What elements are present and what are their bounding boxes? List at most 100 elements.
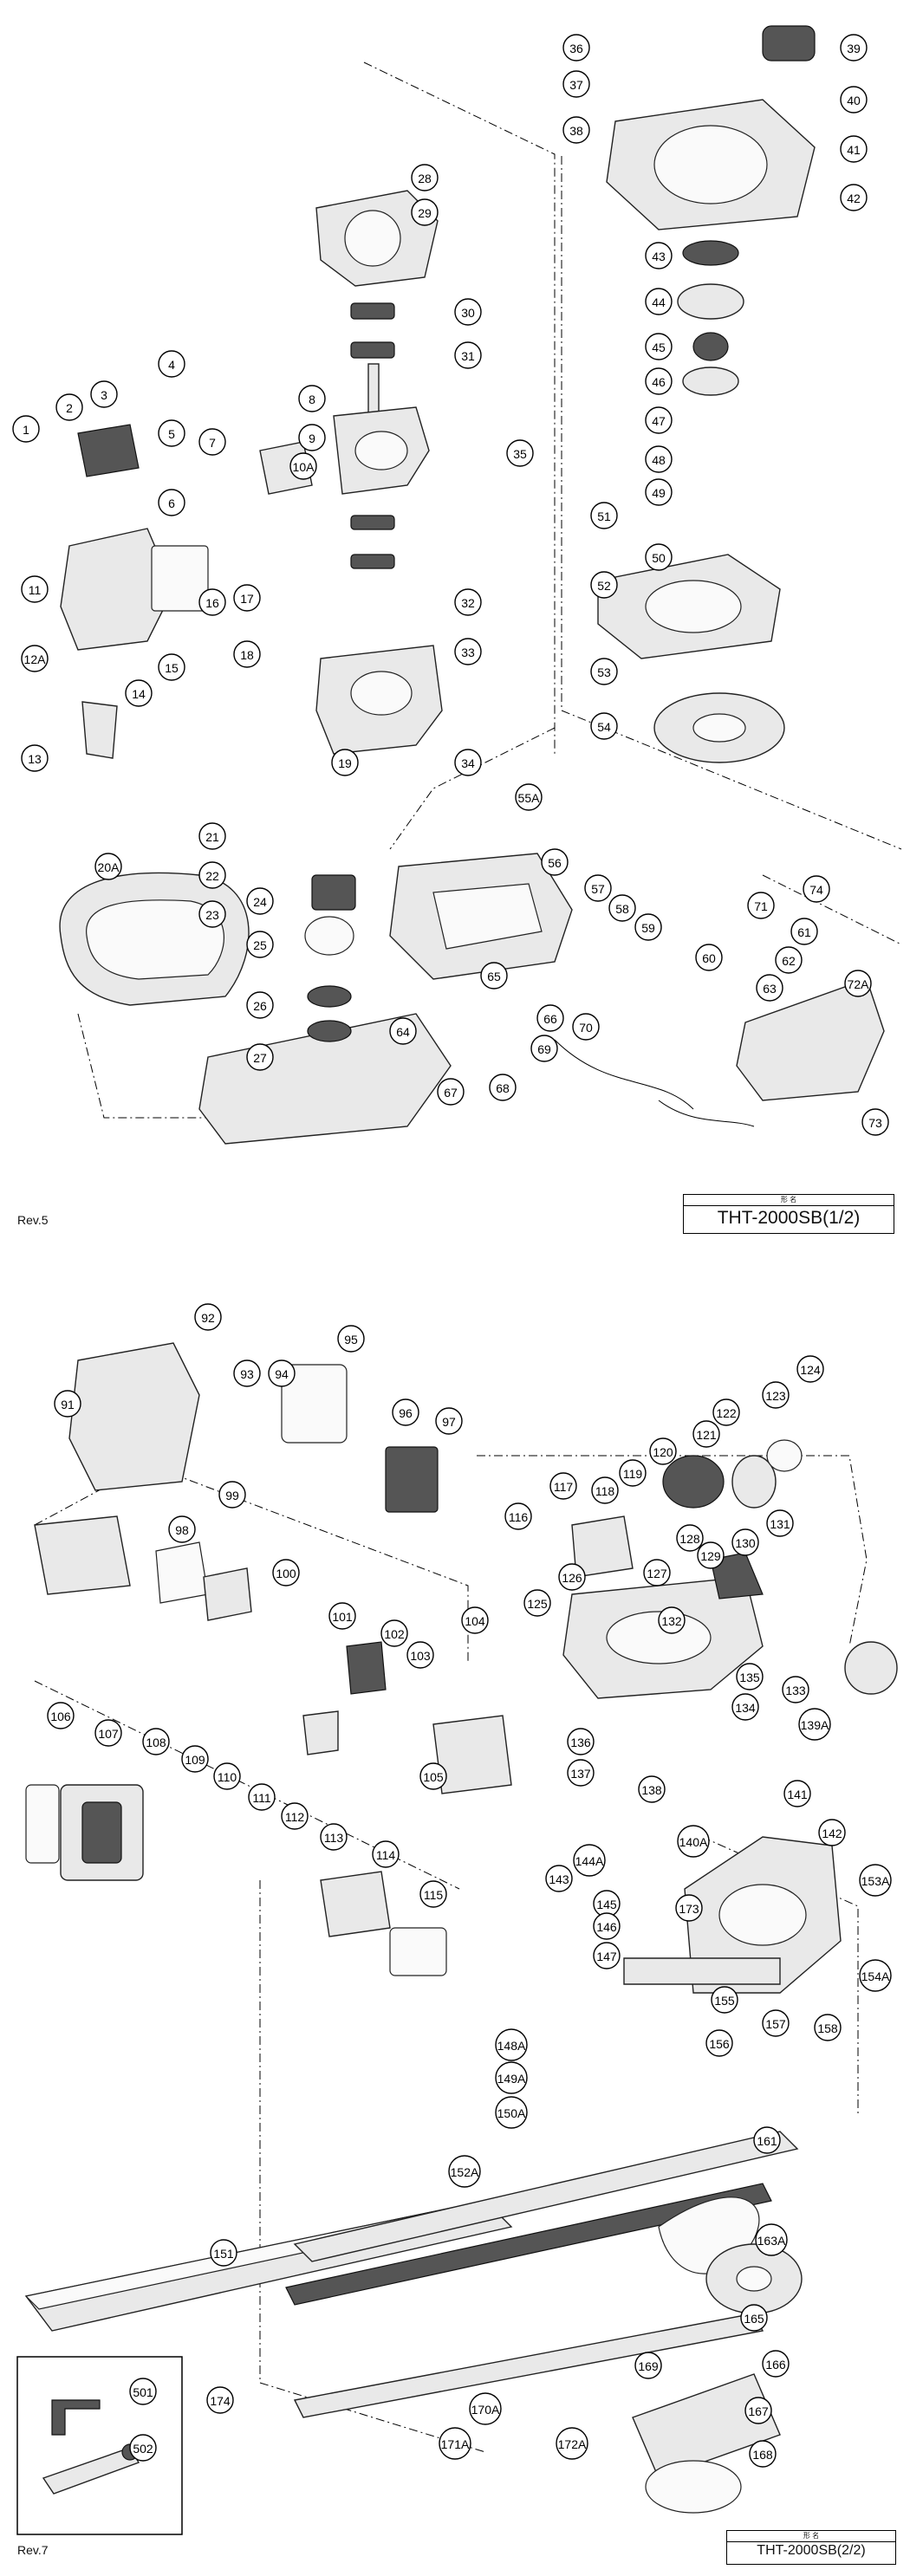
- callout-label: 502: [133, 2442, 153, 2456]
- callout-bubble: [859, 1959, 892, 1992]
- callout-bubble: [530, 1035, 558, 1062]
- callout-bubble: [541, 848, 569, 876]
- callout-label: 3: [101, 388, 107, 402]
- callout-bubble: [645, 242, 673, 269]
- callout-bubble: [198, 861, 226, 889]
- callout-bubble: [584, 874, 612, 902]
- callout-bubble: [549, 1472, 577, 1500]
- callout-label: 113: [324, 1831, 344, 1845]
- callout-bubble: [677, 1825, 710, 1858]
- callout-bubble: [194, 1303, 222, 1331]
- callout-47: 47: [645, 406, 673, 434]
- callout-bubble: [859, 1864, 892, 1897]
- callout-bubble: [158, 489, 185, 516]
- callout-bubble: [246, 931, 274, 958]
- callout-bubble: [213, 1762, 241, 1790]
- callout-4: 4: [158, 350, 185, 378]
- callout-label: 112: [285, 1810, 305, 1824]
- callout-bubble: [246, 1043, 274, 1071]
- callout-bubble: [731, 1693, 759, 1721]
- callout-bubble: [268, 1359, 296, 1387]
- callout-label: 171A: [441, 2437, 470, 2451]
- callout-bubble: [562, 70, 590, 98]
- callout-bubble: [281, 1802, 309, 1830]
- callout-label: 145: [596, 1898, 617, 1911]
- callout-127: 127: [643, 1559, 671, 1586]
- callout-label: 107: [98, 1727, 119, 1741]
- callout-149A: 149A: [495, 2061, 528, 2094]
- callout-55A: 55A: [515, 783, 543, 811]
- callout-label: 44: [652, 295, 666, 309]
- callout-label: 99: [225, 1489, 239, 1502]
- callout-70: 70: [572, 1013, 600, 1041]
- callout-61: 61: [790, 918, 818, 945]
- callout-label: 17: [240, 592, 254, 606]
- callout-bubble: [840, 86, 868, 114]
- callout-131: 131: [766, 1509, 794, 1537]
- callout-bubble: [469, 2392, 502, 2425]
- callout-bubble: [562, 116, 590, 144]
- callout-bubble: [755, 2223, 788, 2256]
- callout-label: 135: [739, 1671, 760, 1684]
- callout-bubble: [818, 1819, 846, 1846]
- callout-91: 91: [54, 1390, 81, 1418]
- callout-45: 45: [645, 333, 673, 360]
- callout-bubble: [506, 439, 534, 467]
- callout-bubble: [634, 2352, 662, 2379]
- callout-label: 37: [569, 78, 583, 92]
- callout-54: 54: [590, 712, 618, 740]
- callout-label: 1: [23, 423, 29, 437]
- callout-bubble: [246, 991, 274, 1019]
- callout-156: 156: [705, 2029, 733, 2057]
- callout-115: 115: [419, 1880, 447, 1908]
- callout-label: 94: [275, 1367, 289, 1381]
- callout-bubble: [55, 393, 83, 421]
- callout-129: 129: [697, 1541, 725, 1569]
- callout-bubble: [435, 1407, 463, 1435]
- callout-label: 174: [210, 2394, 231, 2408]
- callout-109: 109: [181, 1745, 209, 1773]
- callout-label: 5: [168, 427, 175, 441]
- callout-bubble: [590, 712, 618, 740]
- callout-bubble: [504, 1502, 532, 1530]
- callout-bubble: [545, 1865, 573, 1892]
- callout-label: 144A: [575, 1854, 604, 1868]
- callout-68: 68: [489, 1074, 517, 1101]
- callout-label: 100: [276, 1567, 296, 1580]
- callout-label: 42: [847, 191, 861, 205]
- callout-label: 153A: [861, 1874, 890, 1888]
- callout-20A: 20A: [94, 853, 122, 880]
- callout-label: 142: [822, 1827, 842, 1840]
- callout-bubble: [695, 944, 723, 971]
- callout-bubble: [495, 2096, 528, 2129]
- callout-label: 128: [679, 1532, 700, 1546]
- callout-bubble: [328, 1602, 356, 1630]
- callout-bubble: [562, 34, 590, 62]
- callout-bubble: [248, 1783, 276, 1811]
- callout-label: 13: [28, 752, 42, 766]
- callout-29: 29: [411, 198, 439, 226]
- callout-1: 1: [12, 415, 40, 443]
- callout-74: 74: [803, 875, 830, 903]
- callout-label: 34: [461, 756, 475, 770]
- revision-label: Rev.7: [17, 2543, 49, 2557]
- callout-bubble: [697, 1541, 725, 1569]
- callout-136: 136: [567, 1728, 595, 1755]
- revision-label: Rev.5: [17, 1213, 49, 1227]
- callout-bubble: [645, 367, 673, 395]
- callout-label: 114: [376, 1848, 396, 1862]
- callout-bubble: [168, 1515, 196, 1543]
- callout-25: 25: [246, 931, 274, 958]
- callout-bubble: [419, 1762, 447, 1790]
- callout-bubble: [158, 419, 185, 447]
- callout-label: 11: [29, 583, 42, 597]
- callout-label: 167: [748, 2404, 769, 2418]
- callout-59: 59: [634, 913, 662, 941]
- callout-label: 64: [396, 1025, 410, 1039]
- callout-116: 116: [504, 1502, 532, 1530]
- callout-113: 113: [320, 1823, 348, 1851]
- callout-bubble: [129, 2378, 157, 2405]
- callout-39: 39: [840, 34, 868, 62]
- callout-label: 129: [700, 1549, 721, 1563]
- callout-bubble: [90, 380, 118, 408]
